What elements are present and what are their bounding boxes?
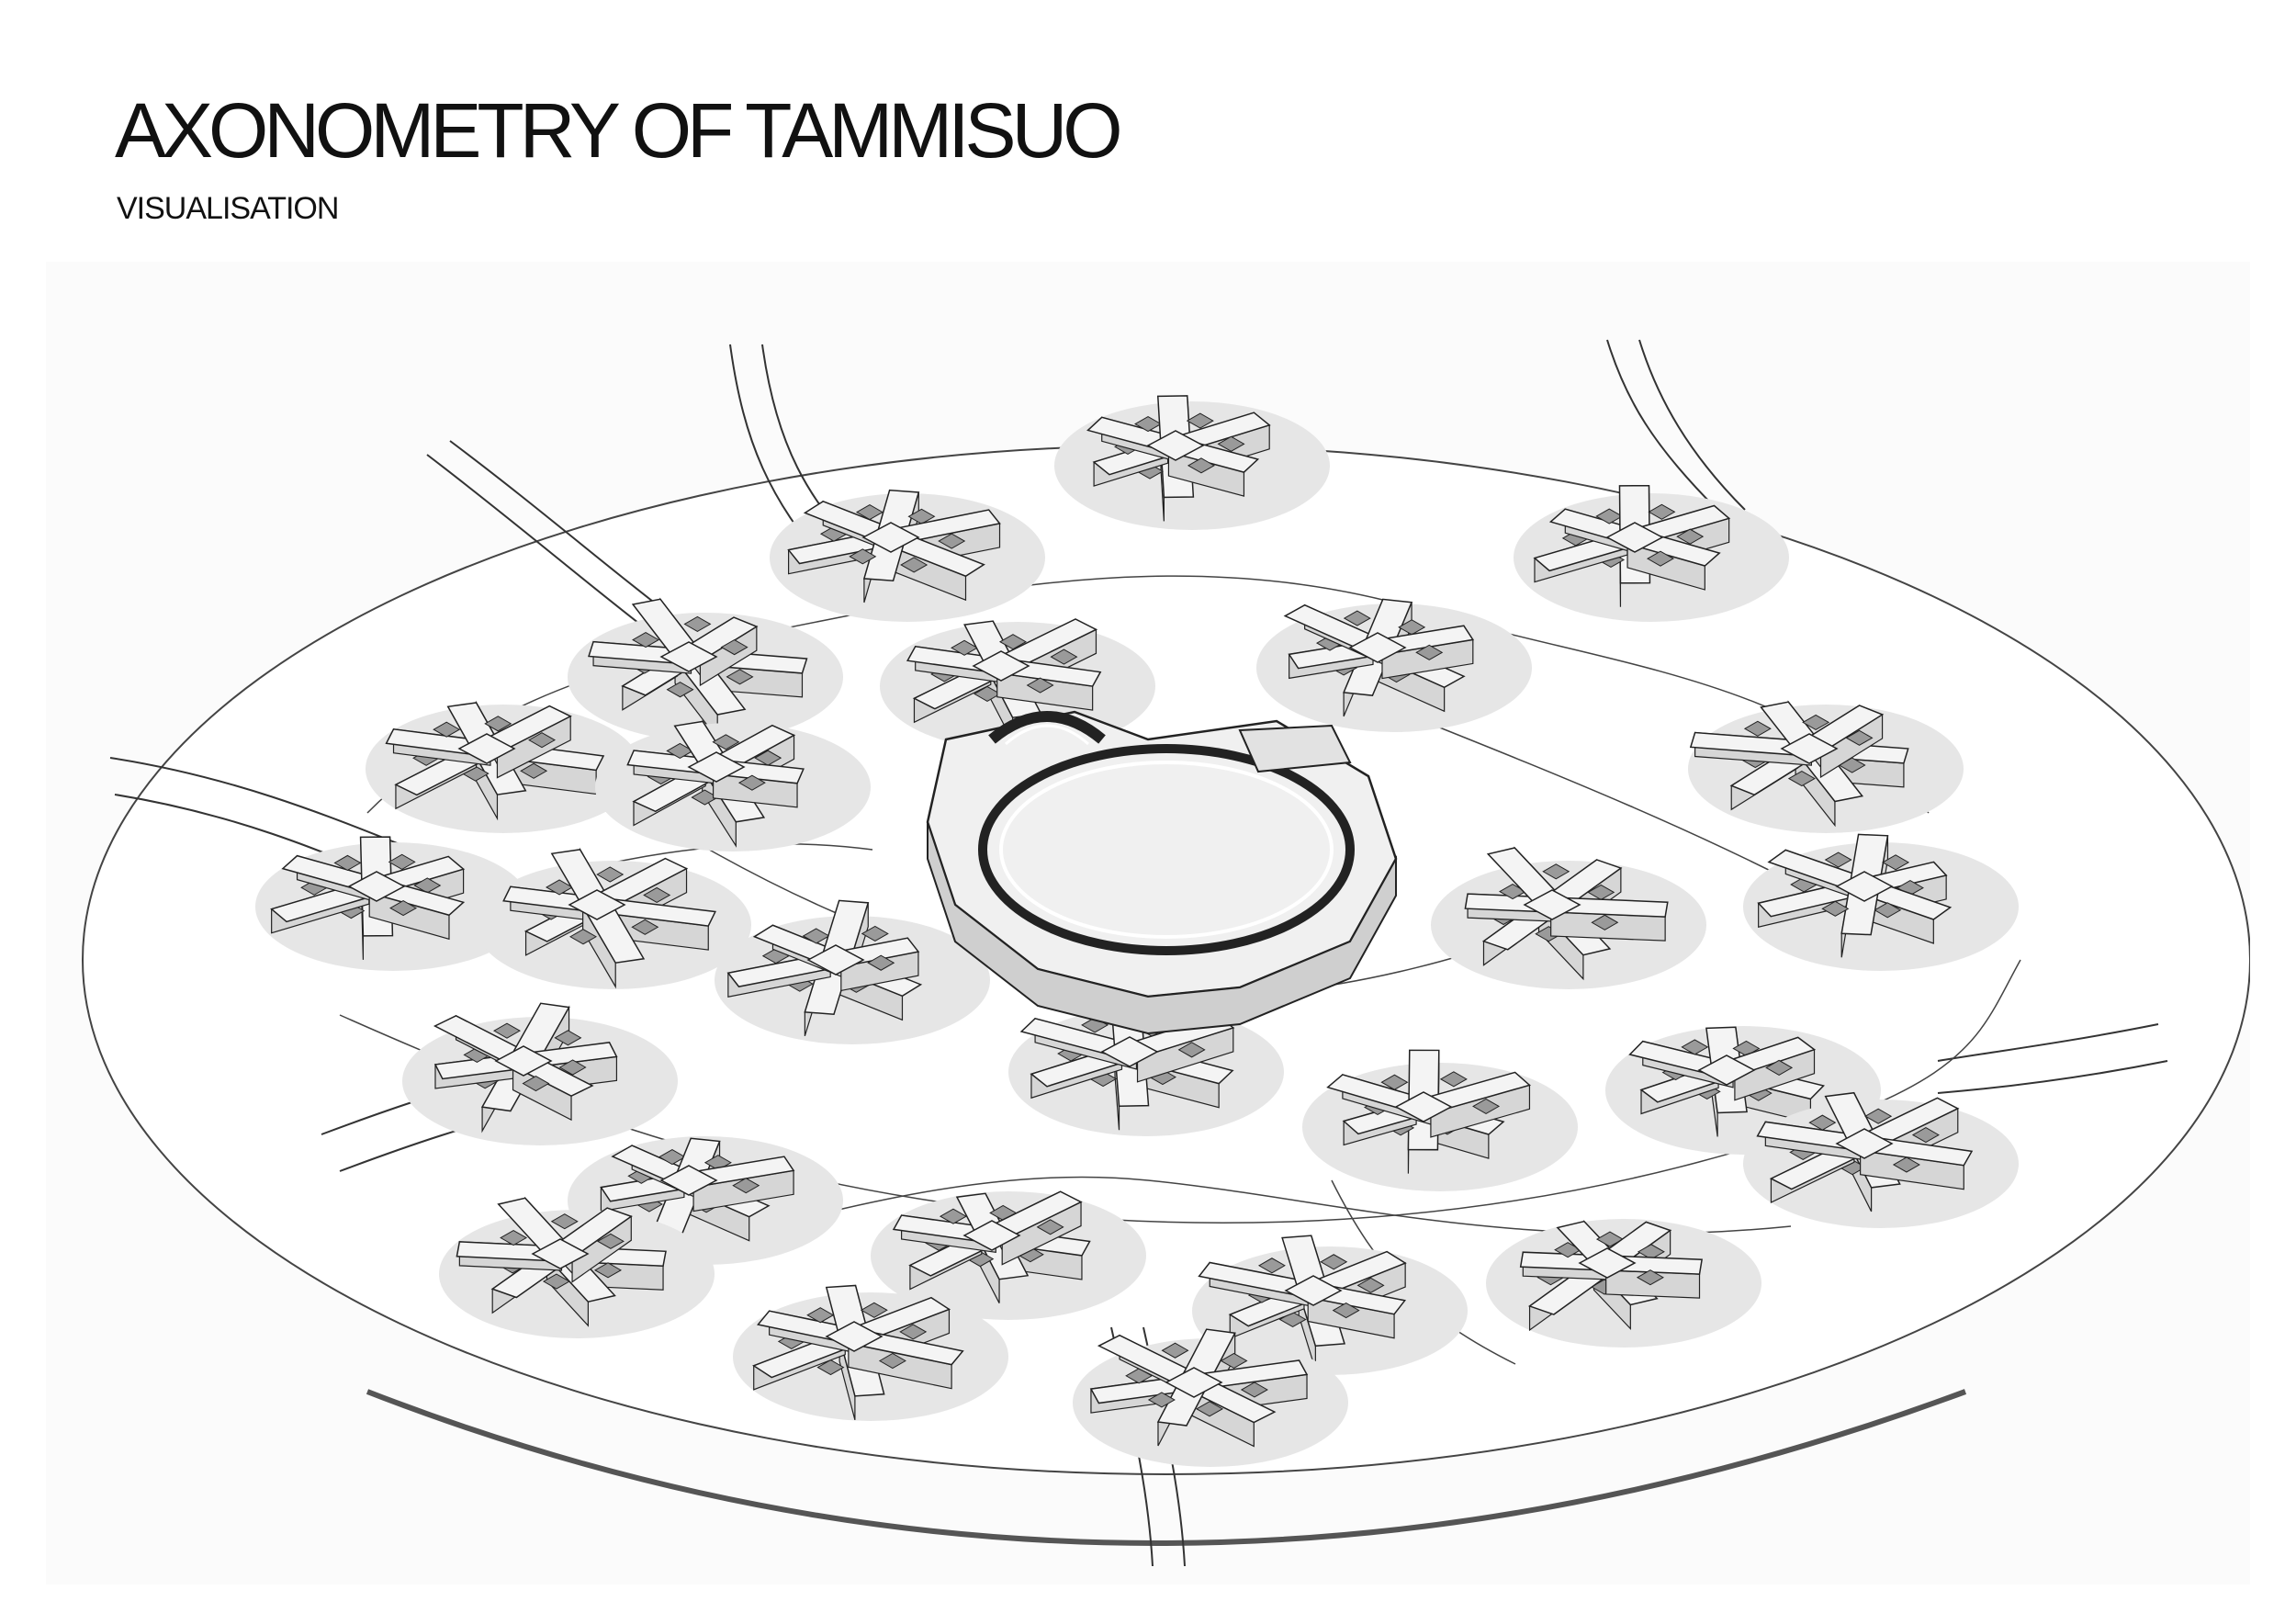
housing-cluster [402, 1002, 678, 1145]
housing-cluster [1688, 700, 1964, 833]
housing-cluster [1743, 833, 2019, 971]
housing-cluster [255, 836, 531, 971]
hub-amphitheatre-rows [1005, 724, 1089, 746]
hub-amphitheatre [988, 711, 1106, 744]
housing-cluster [1256, 598, 1532, 732]
housing-cluster [476, 847, 751, 989]
housing-cluster [1054, 395, 1330, 530]
housing-cluster [595, 719, 871, 851]
housing-cluster [733, 1284, 1008, 1421]
central-hub [926, 710, 1398, 1035]
housing-cluster [770, 489, 1045, 622]
axonometric-drawing-canvas [46, 262, 2250, 1585]
hub-wall [927, 821, 1397, 1035]
housing-cluster [1073, 1328, 1348, 1467]
drawing-subtitle: VISUALISATION [117, 191, 339, 226]
housing-cluster [1302, 1049, 1578, 1191]
housing-cluster [1008, 1005, 1284, 1136]
drawing-title: AXONOMETRY OF TAMMISUO [115, 87, 1123, 174]
site-disc-thickness [366, 1389, 1967, 1546]
hub-sports-court [1238, 724, 1352, 773]
housing-cluster [1514, 485, 1789, 622]
housing-cluster [568, 597, 843, 741]
housing-cluster [871, 1190, 1146, 1320]
hub-ring-walkway [978, 744, 1355, 955]
housing-cluster [880, 618, 1155, 750]
housing-clusters [255, 395, 2019, 1467]
axonometry-svg [82, 339, 2250, 1567]
hub-ring-walkway-inner [999, 761, 1334, 939]
housing-cluster [715, 899, 990, 1044]
housing-cluster [1431, 846, 1706, 989]
housing-cluster [1743, 1091, 2019, 1228]
housing-cluster [366, 700, 641, 833]
housing-cluster [1486, 1219, 1761, 1348]
housing-cluster [439, 1196, 715, 1338]
